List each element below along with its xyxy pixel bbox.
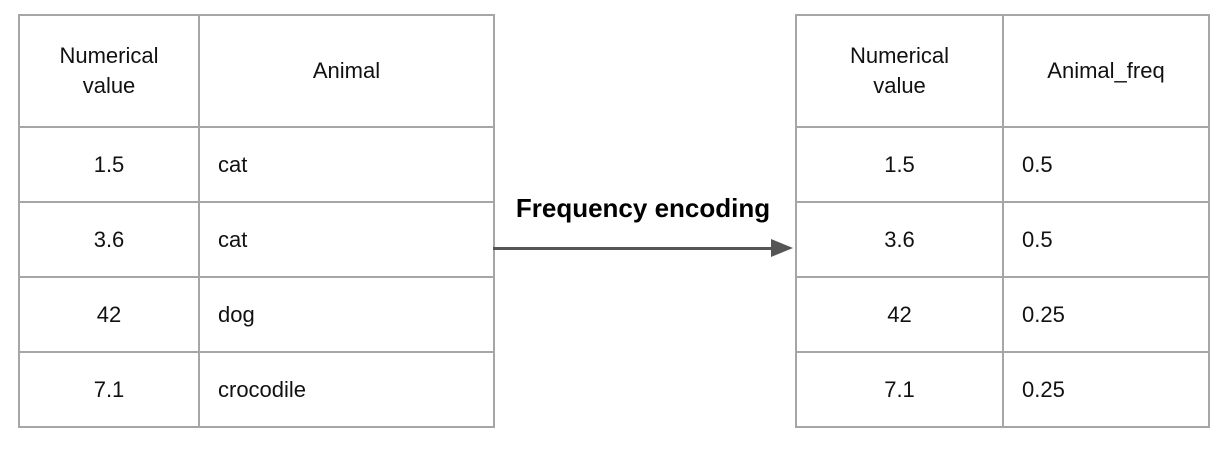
table-cell: 42 (795, 276, 1004, 353)
header-numerical-value: Numerical value (18, 14, 200, 128)
table-cell: 0.5 (1002, 126, 1210, 203)
table-cell: 0.5 (1002, 201, 1210, 278)
table-row: 7.1 0.25 (795, 351, 1210, 428)
table-cell: 42 (18, 276, 200, 353)
table-cell: 3.6 (795, 201, 1004, 278)
arrow-shaft (493, 246, 771, 250)
header-numerical-value: Numerical value (795, 14, 1004, 128)
table-cell: cat (198, 126, 495, 203)
table-row: 42 0.25 (795, 276, 1210, 353)
table-header-row: Numerical value Animal_freq (795, 14, 1210, 128)
table-row: 3.6 0.5 (795, 201, 1210, 278)
input-table: Numerical value Animal 1.5 cat 3.6 cat 4… (18, 14, 495, 428)
header-animal: Animal (198, 14, 495, 128)
table-row: 42 dog (18, 276, 495, 353)
table-cell: dog (198, 276, 495, 353)
table-row: 1.5 0.5 (795, 126, 1210, 203)
output-table: Numerical value Animal_freq 1.5 0.5 3.6 … (795, 14, 1210, 428)
table-cell: 7.1 (18, 351, 200, 428)
arrow-right-icon (493, 239, 793, 257)
table-cell: 1.5 (795, 126, 1004, 203)
header-animal-freq: Animal_freq (1002, 14, 1210, 128)
table-header-row: Numerical value Animal (18, 14, 495, 128)
table-cell: 1.5 (18, 126, 200, 203)
transform-label: Frequency encoding (515, 193, 771, 223)
arrow-head (771, 239, 793, 257)
table-cell: cat (198, 201, 495, 278)
table-row: 7.1 crocodile (18, 351, 495, 428)
table-row: 1.5 cat (18, 126, 495, 203)
table-cell: 0.25 (1002, 351, 1210, 428)
table-cell: 7.1 (795, 351, 1004, 428)
table-cell: 3.6 (18, 201, 200, 278)
table-row: 3.6 cat (18, 201, 495, 278)
table-cell: crocodile (198, 351, 495, 428)
table-cell: 0.25 (1002, 276, 1210, 353)
